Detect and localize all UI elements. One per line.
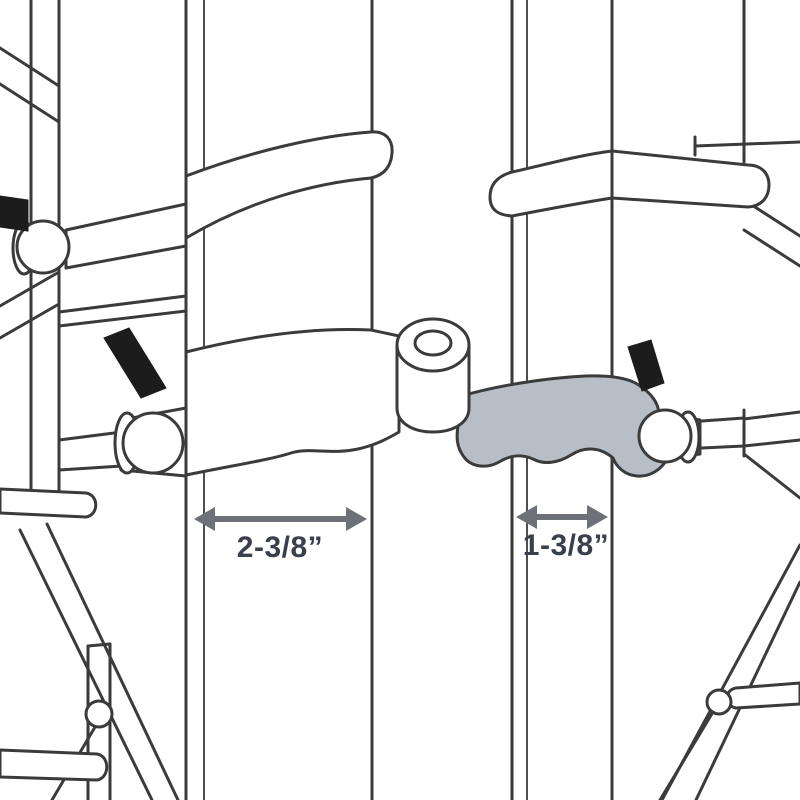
frame-crossmembers	[57, 294, 188, 472]
rail-end	[0, 748, 109, 782]
upper-left-band-clamp	[0, 130, 394, 276]
clamp-band	[184, 130, 394, 240]
clip-black	[627, 339, 665, 392]
dimension-label-right: 1-3/8”	[523, 529, 609, 562]
rail-end	[725, 681, 800, 710]
hinge-bracket-small	[455, 339, 746, 478]
hinge-strap	[184, 327, 401, 477]
right-fence-frame	[658, 0, 800, 800]
bolt-head	[15, 219, 71, 275]
arrowhead-left	[194, 507, 215, 531]
arrowhead-left	[516, 505, 537, 529]
hinge-bracket-large	[103, 327, 401, 478]
gray-bracket-body	[455, 374, 702, 478]
hinge-pin-hole	[413, 329, 453, 357]
bolt-head	[84, 699, 114, 729]
rail-end	[0, 487, 98, 519]
dimension-label-left: 2-3/8”	[237, 531, 323, 564]
clamp-plate	[64, 202, 188, 270]
arrowhead-right	[587, 505, 608, 529]
bolt-head	[705, 688, 733, 716]
nut-black	[0, 195, 29, 232]
bolt-head	[121, 411, 185, 475]
dimension-right: 1-3/8”	[516, 505, 609, 562]
left-fence-frame	[0, 0, 180, 800]
clamp-band	[488, 149, 771, 218]
hinge-barrel	[395, 317, 471, 434]
bolt-head	[637, 408, 693, 464]
carriage-bolt-black	[103, 327, 167, 399]
arrowhead-right	[346, 507, 367, 531]
upper-right-band-clamp	[488, 149, 771, 218]
dimension-left: 2-3/8”	[194, 507, 367, 564]
